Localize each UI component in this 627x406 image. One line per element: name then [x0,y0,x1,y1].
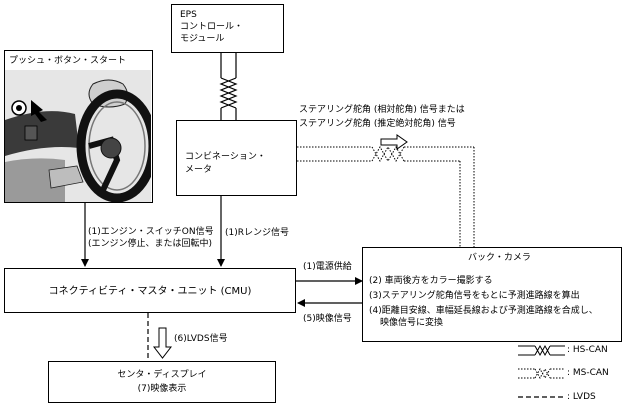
video-signal-label: (5)映像信号 [303,314,352,324]
engine-switch-signal-line2: (エンジン停止、または回転中) [88,239,213,249]
steering-angle-signal-line2: ステアリング舵角 (推定絶対舵角) 信号 [299,119,456,129]
steering-angle-signal-line1: ステアリング舵角 (相対舵角) 信号または [299,105,465,115]
cmu-label: コネクティビティ・マスタ・ユニット (CMU) [48,286,252,297]
dashboard-illustration [5,70,151,202]
center-display-box: センタ・ディスプレイ (7)映像表示 [48,361,276,403]
eps-control-module-box: EPS コントロール・ モジュール [171,4,284,53]
push-button-start-box: プッシュ・ボタン・スタート [4,50,153,203]
cmu-box: コネクティビティ・マスタ・ユニット (CMU) [4,268,296,313]
camera-step-4-cont: 映像信号に変換 [380,318,444,328]
center-display-label: センタ・ディスプレイ [117,370,207,380]
meter-label-line2: メータ [185,165,213,175]
eps-label-line1: EPS [180,10,197,20]
ms-can-line [297,145,475,247]
eps-label-line3: モジュール [180,34,225,44]
back-camera-label: バック・カメラ [468,253,531,263]
meter-label-line1: コンビネーション・ [185,152,266,162]
camera-step-3: (3)ステアリング舵角信号をもとに予測進路線を算出 [369,291,580,301]
legend-lvds-label: : LVDS [567,392,596,402]
legend-hs-can-label: : HS-CAN [567,345,608,355]
combination-meter-box: コンビネーション・ メータ [176,120,297,196]
power-supply-label: (1)電源供給 [303,262,352,272]
back-camera-box: バック・カメラ (2) 車両後方をカラー撮影する (3)ステアリング舵角信号をも… [362,247,622,342]
camera-step-4: (4)距離目安線、車幅延長線および予測進路線を合成し、 [369,306,598,316]
lvds-arrow [152,327,173,359]
eps-label-line2: コントロール・ [180,22,244,32]
legend-ms-can-label: : MS-CAN [567,368,609,378]
legend-ms-can-symbol [518,367,565,380]
r-range-signal-label: (1)Rレンジ信号 [225,228,290,238]
steering-signal-arrow [380,134,408,150]
lvds-signal-label: (6)LVDS信号 [174,334,228,344]
video-display-label: (7)映像表示 [137,384,187,394]
legend-hs-can-symbol [518,344,565,357]
hs-can-line [219,52,238,120]
camera-step-2: (2) 車両後方をカラー撮影する [369,276,493,286]
push-start-label: プッシュ・ボタン・スタート [9,56,127,66]
engine-switch-signal-line1: (1)エンジン・スイッチON信号 [88,227,214,237]
